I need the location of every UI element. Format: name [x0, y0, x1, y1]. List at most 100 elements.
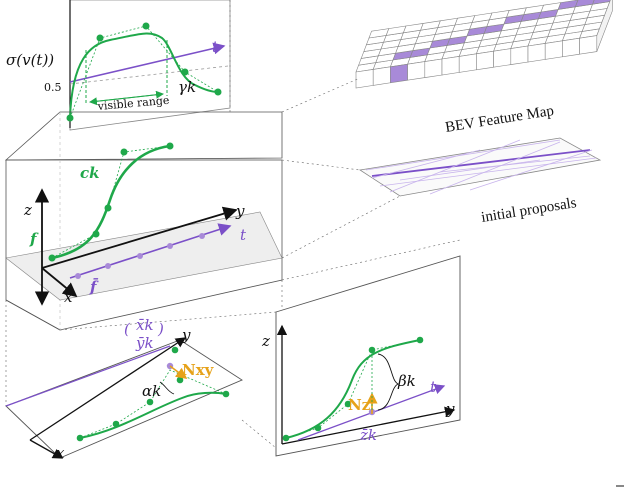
visible-range-arrow-back	[89, 93, 164, 106]
xy-control-polygon	[79, 369, 227, 439]
bev-front-cell	[579, 35, 598, 55]
z-axis-label: z	[23, 201, 32, 219]
proposals-plane	[358, 137, 602, 197]
zy-t-label: t	[430, 378, 437, 396]
alpha-k-label: αk	[142, 382, 161, 400]
t-axis-label: t	[212, 38, 219, 56]
bev-front-cell	[544, 40, 563, 60]
gamma-k-label: γk	[178, 78, 196, 96]
main-3d-box: ck f f̄ z y x t	[4, 111, 283, 331]
xy-t-line	[5, 345, 171, 407]
xk-bar-label: x̄k	[136, 316, 154, 334]
y-axis-3d	[41, 206, 238, 269]
bev-front-cell	[527, 43, 546, 63]
bev-front-cell	[493, 48, 512, 68]
bev-grid	[355, 0, 613, 89]
bev-front-cell	[562, 37, 580, 58]
x-axis-3d	[41, 267, 78, 298]
visibility-plot-panel: visible range σ(v(t)) 0.5 t γk	[6, 0, 231, 131]
n-z-label: Nz	[348, 396, 371, 414]
half-tick-label: 0.5	[44, 81, 62, 94]
control-point	[146, 398, 154, 406]
connector-lines	[5, 0, 461, 449]
bev-feature-map: BEV Feature Map	[355, 0, 613, 136]
connector	[281, 77, 361, 113]
control-point	[76, 434, 84, 442]
xy-y-axis	[29, 337, 187, 441]
control-point	[92, 230, 100, 238]
connector	[241, 419, 277, 449]
projected-points	[75, 233, 205, 279]
visibility-plot-frame	[69, 0, 231, 131]
control-point	[112, 420, 120, 428]
t-axis-3d-label: t	[240, 226, 247, 244]
proposal-line	[371, 149, 591, 177]
bev-cell-active	[592, 0, 611, 5]
bev-front-cell	[355, 69, 374, 89]
bev-front-cell	[458, 53, 477, 73]
zy-panel-frame	[275, 255, 461, 457]
bev-cell-active	[574, 0, 595, 8]
projected-point	[105, 263, 111, 269]
control-point	[282, 434, 290, 442]
connector	[281, 159, 361, 171]
bev-front-cell	[424, 58, 443, 78]
beta-k-label: βk	[397, 372, 416, 390]
bev-front-cell	[476, 50, 494, 71]
control-point	[104, 204, 112, 212]
connector	[59, 311, 277, 331]
n-xy-arrow	[169, 365, 188, 379]
proposal-line	[429, 141, 561, 195]
projected-point	[137, 253, 143, 259]
bev-front-cell	[390, 63, 408, 84]
control-point	[171, 346, 179, 354]
zk-bar-label: z̄k	[359, 426, 377, 444]
f-label: f	[29, 230, 39, 248]
control-point	[120, 148, 128, 156]
xy-plane	[5, 339, 243, 459]
bev-side-face	[596, 0, 613, 52]
control-point	[344, 400, 352, 408]
control-point	[142, 22, 150, 30]
control-point	[181, 68, 189, 76]
zy-side-panel: z y t βk Nz z̄k	[261, 255, 461, 457]
xk-paren-left: (	[124, 320, 131, 338]
n-xy-label: Nxy	[182, 361, 215, 379]
bev-cell-active	[557, 0, 579, 10]
xy-y-label: y	[181, 326, 191, 344]
box-edge	[5, 299, 61, 331]
control-point	[166, 142, 174, 150]
zy-control-points	[282, 336, 424, 442]
proposal-line	[469, 149, 593, 191]
xy-x-label: x	[56, 444, 65, 462]
yk-bar-label: ȳk	[135, 334, 154, 352]
zy-lane-curve	[285, 339, 421, 439]
xk-paren-right: )	[157, 320, 164, 338]
zy-z-label: z	[261, 332, 270, 350]
bev-front-cell	[407, 61, 426, 81]
alpha-brace	[159, 381, 175, 395]
lane-control-polygon-3d	[51, 145, 171, 259]
visibility-curve	[69, 32, 219, 119]
xy-x-axis	[29, 439, 64, 459]
control-point	[96, 34, 104, 42]
projected-point	[199, 233, 205, 239]
proposal-lines	[365, 139, 597, 195]
xy-lane-curve	[79, 391, 227, 439]
beta-brace	[377, 353, 400, 411]
bev-map-label: BEV Feature Map	[444, 103, 555, 136]
xy-plane-panel: ( x̄k ȳk ) y x αk Nxy	[5, 316, 243, 462]
proposal-line	[399, 159, 541, 181]
proposal-line	[365, 139, 561, 171]
projected-point	[167, 243, 173, 249]
lane-curve-3d	[51, 144, 171, 260]
proposal-line	[389, 139, 521, 193]
control-point	[368, 346, 376, 354]
c-k-label: ck	[80, 164, 100, 182]
control-point	[314, 424, 322, 432]
visible-range-label: visible range	[96, 94, 170, 113]
connector	[281, 239, 461, 281]
control-point	[48, 254, 56, 262]
